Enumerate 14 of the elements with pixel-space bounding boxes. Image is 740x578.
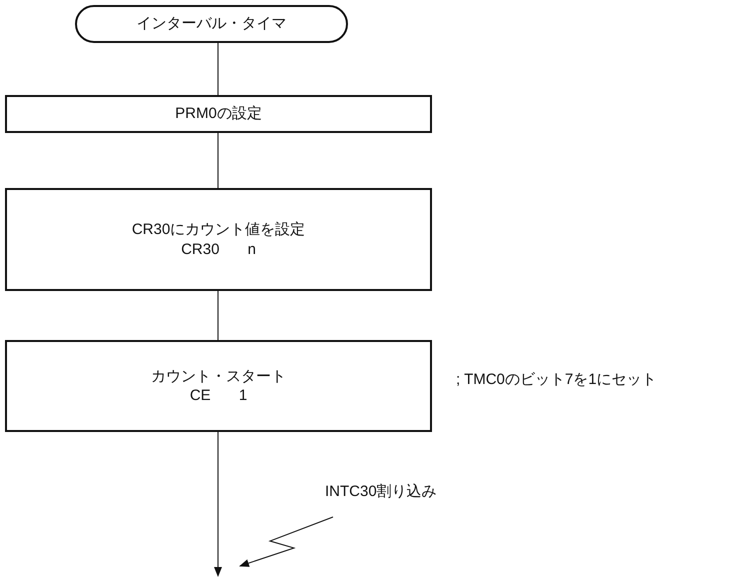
interrupt-arrow	[239, 516, 334, 567]
step-text: インターバル・タイマ	[136, 14, 286, 34]
flow-arrow	[214, 432, 222, 577]
step-text: PRM0の設定	[175, 104, 262, 124]
operation-text: CR30 n	[181, 240, 256, 259]
comment-text: ; TMC0のビット7を1にセット	[456, 370, 657, 389]
operation-text: CE 1	[190, 386, 248, 406]
process-box	[5, 340, 432, 432]
step-text: CR30にカウント値を設定	[132, 220, 306, 240]
process-box	[5, 188, 432, 291]
terminal-shape	[75, 5, 348, 43]
interrupt-label: INTC30割り込み	[325, 482, 455, 504]
process-box	[5, 95, 432, 133]
step-text: カウント・スタート	[151, 366, 286, 386]
